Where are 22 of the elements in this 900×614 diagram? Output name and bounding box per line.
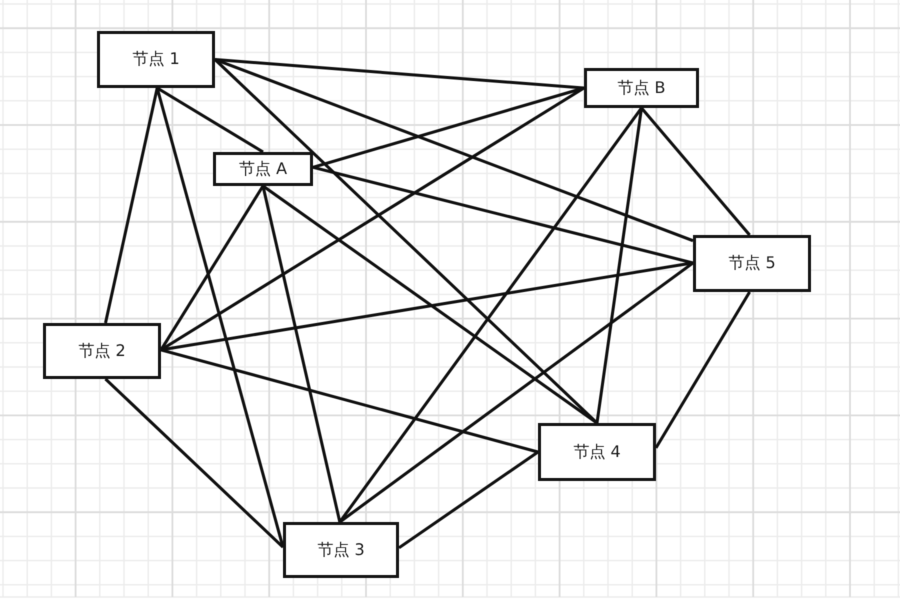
connector-line [398, 450, 539, 550]
connector-line [214, 58, 694, 242]
node-box: 节点 4 [538, 423, 656, 481]
node-box: 节点 B [584, 68, 699, 108]
connector-line [214, 58, 584, 90]
node-box: 节点 3 [283, 522, 399, 578]
connector-line [262, 184, 598, 424]
connector-line [640, 107, 751, 236]
connector-line [104, 378, 284, 548]
connector-line [596, 108, 643, 424]
connector-line [156, 86, 264, 154]
node-box: 节点 A [213, 152, 313, 186]
connector-line [312, 166, 694, 264]
connector-line [262, 186, 342, 522]
node-box: 节点 2 [43, 323, 161, 379]
connector-line [338, 262, 694, 524]
connector-line [654, 291, 751, 449]
connector-line [160, 348, 538, 454]
connector-line [156, 88, 284, 548]
connector-line [104, 88, 159, 324]
node-box: 节点 5 [693, 235, 811, 292]
node-box: 节点 1 [97, 31, 215, 88]
